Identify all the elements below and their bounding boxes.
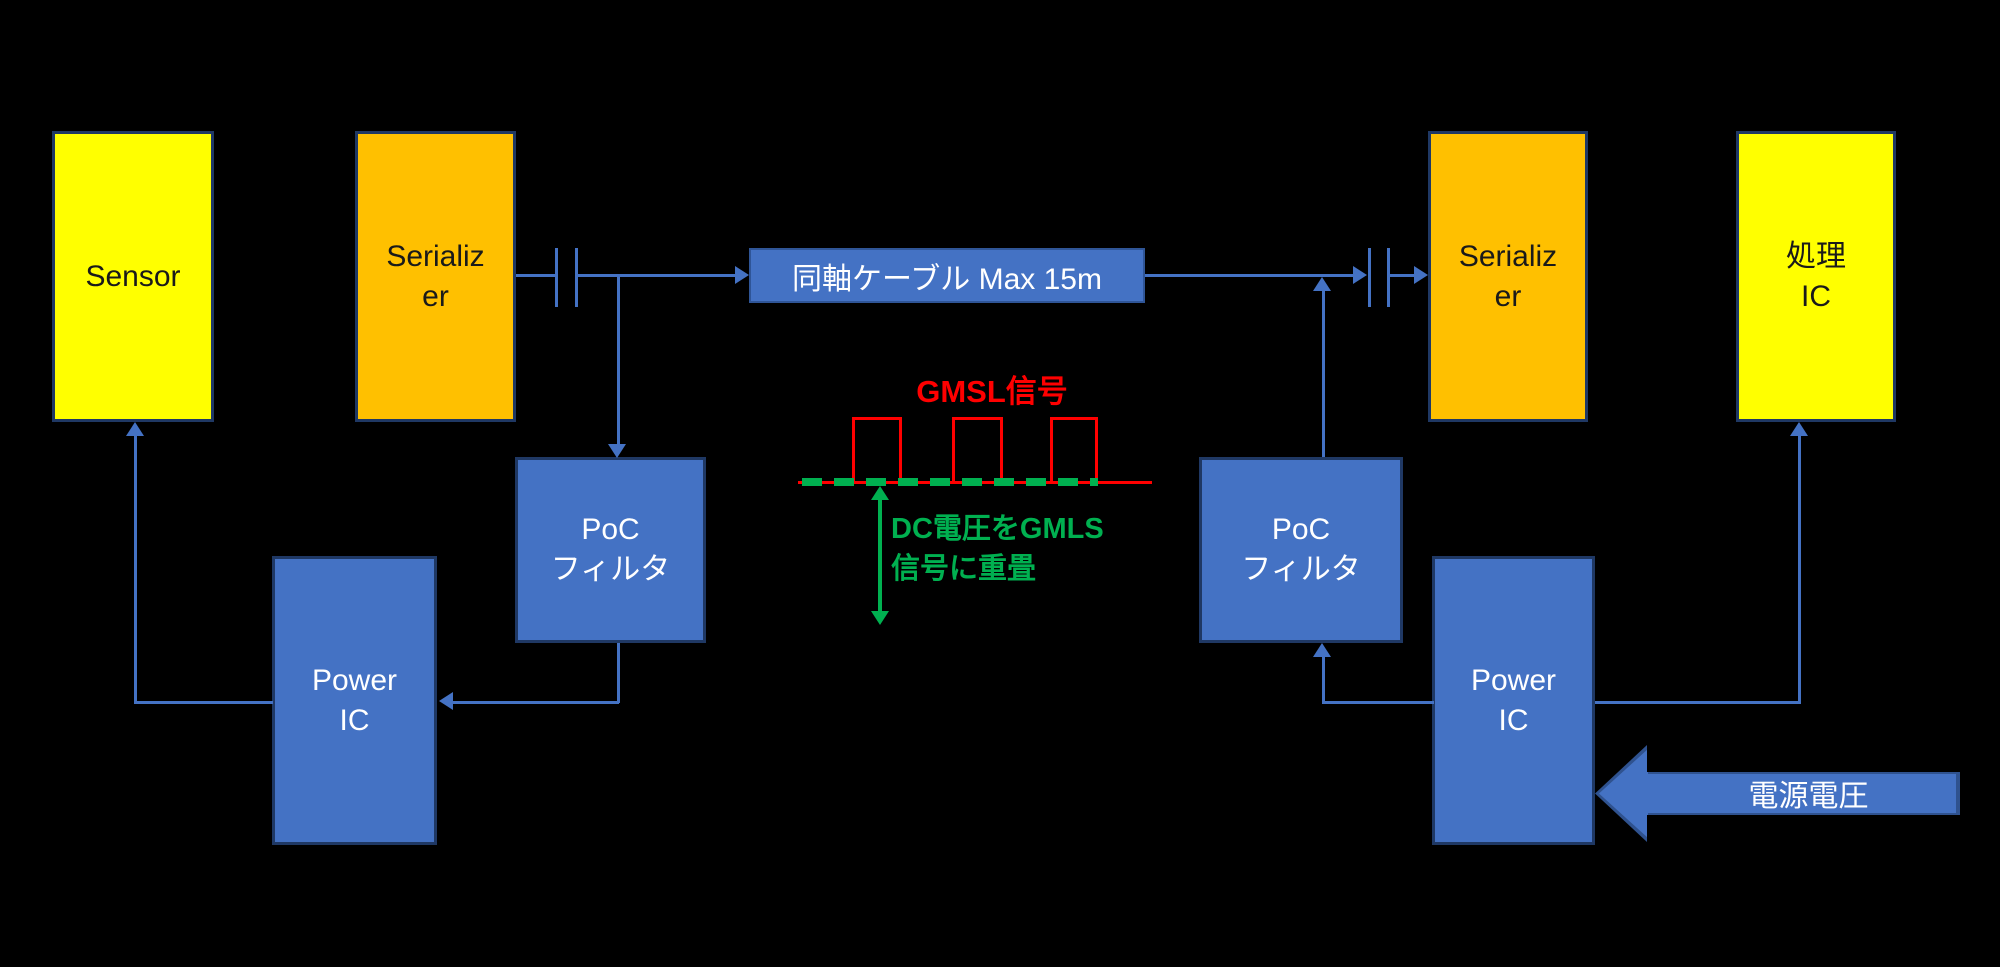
wire-poc-right-up	[1322, 291, 1325, 457]
power-ic-left-label: Power IC	[311, 663, 398, 737]
processing-ic-box: 処理 IC	[1736, 131, 1896, 422]
poc-filter-right-label: PoC フィルタ	[1241, 513, 1361, 586]
dc-superposition-note: DC電圧をGMLS 信号に重畳	[891, 513, 1104, 585]
processing-ic-label: 処理 IC	[1786, 239, 1846, 313]
poc-filter-right-box: PoC フィルタ	[1199, 457, 1403, 643]
gmsl-signal-title: GMSL信号	[916, 374, 1068, 409]
serializer-left-label: Serializ er	[386, 239, 485, 313]
dc-offset-arrow-down-icon	[871, 611, 889, 625]
waveform-pulse-2	[952, 417, 1003, 482]
wire-power-ic-right-out	[1595, 701, 1800, 704]
power-supply-label: 電源電圧	[1748, 779, 1869, 813]
capacitor-right-plate-1	[1368, 248, 1371, 307]
dc-offset-arrow-up-icon	[871, 486, 889, 500]
power-ic-right-label: Power IC	[1470, 663, 1557, 737]
arrow-up-into-poc-right-icon	[1313, 643, 1331, 657]
dc-offset-arrow-line	[878, 497, 882, 611]
wire-up-to-sensor	[134, 436, 137, 704]
capacitor-right-plate-2	[1387, 248, 1390, 307]
wire-power-ic-left-out	[135, 701, 273, 704]
sensor-label: Sensor	[85, 259, 181, 293]
arrow-down-into-poc-left-icon	[608, 444, 626, 458]
dc-level-dashed-line	[802, 478, 1098, 486]
arrow-up-into-processing-ic-icon	[1790, 422, 1808, 436]
wire-cable-to-capacitor-right	[1145, 274, 1353, 277]
wire-power-to-poc-right	[1322, 657, 1325, 703]
capacitor-left-plate-1	[555, 248, 558, 307]
waveform-pulse-3	[1050, 417, 1098, 482]
wire-junction-down-left	[617, 276, 620, 444]
wire-serializer-left-to-capacitor	[516, 274, 556, 277]
arrow-right-into-capacitor-icon	[1353, 266, 1367, 284]
arrow-up-into-line-icon	[1313, 277, 1331, 291]
poc-filter-left-label: PoC フィルタ	[550, 513, 671, 586]
waveform-pulse-1	[852, 417, 902, 482]
serializer-right-box: Serializ er	[1428, 131, 1588, 422]
arrow-left-into-power-ic-icon	[439, 692, 453, 710]
arrow-right-into-serializer-icon	[1414, 266, 1428, 284]
serializer-right-label: Serializ er	[1458, 239, 1558, 313]
wire-capacitor-to-serializer-right	[1390, 274, 1414, 277]
serializer-left-box: Serializ er	[355, 131, 516, 422]
power-ic-left-box: Power IC	[272, 556, 437, 845]
wire-up-to-processing-ic	[1798, 436, 1801, 704]
poc-filter-left-box: PoC フィルタ	[515, 457, 706, 643]
sensor-box: Sensor	[52, 131, 214, 422]
capacitor-left-plate-2	[575, 248, 578, 307]
power-ic-right-box: Power IC	[1432, 556, 1595, 845]
arrow-up-into-sensor-icon	[126, 422, 144, 436]
wire-power-ic-right-to-poc	[1322, 701, 1434, 704]
arrow-right-into-cable-icon	[735, 266, 749, 284]
coax-cable-box: 同軸ケーブル Max 15m	[749, 248, 1145, 303]
wire-capacitor-to-cable	[578, 274, 735, 277]
power-supply-arrow: 電源電圧	[1595, 745, 1960, 842]
wire-poc-left-to-power-ic	[453, 701, 619, 704]
wire-poc-left-down	[617, 643, 620, 703]
coax-cable-label: 同軸ケーブル Max 15m	[792, 262, 1102, 296]
